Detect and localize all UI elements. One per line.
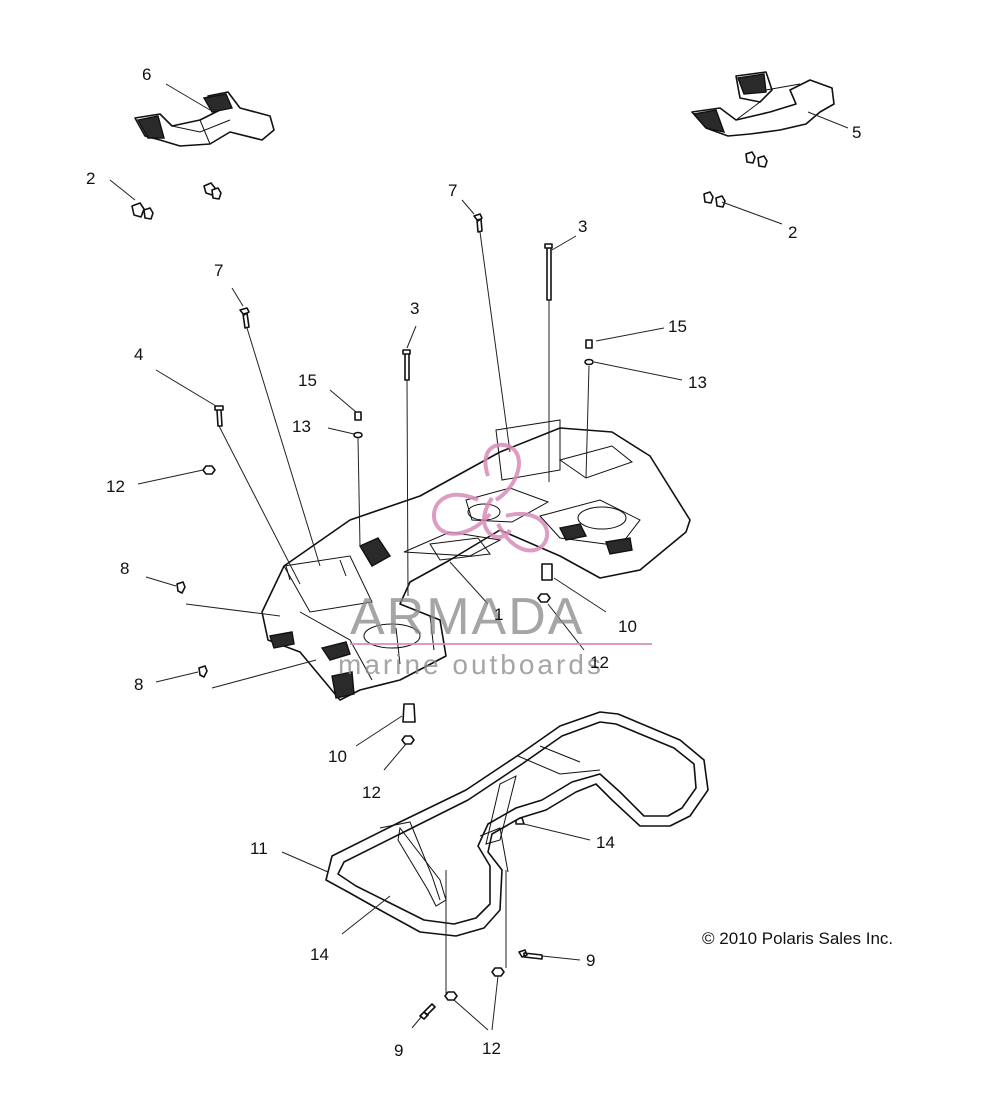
callout-13: 13 — [688, 373, 707, 392]
armada-watermark: ARMADA marine outboards — [338, 442, 652, 680]
callout-6: 6 — [142, 65, 151, 84]
part-2-bolts-left — [131, 182, 222, 220]
callout-11: 11 — [250, 839, 268, 858]
part-6-grip-left — [134, 91, 275, 147]
part-5-grip-right — [691, 71, 835, 137]
part-2-bolts-right — [703, 151, 768, 208]
callout-10: 10 — [618, 617, 637, 636]
callout-7: 7 — [214, 261, 223, 280]
watermark-brand: ARMADA — [350, 588, 584, 646]
callout-10: 10 — [328, 747, 347, 766]
copyright-notice: © 2010 Polaris Sales Inc. — [702, 929, 893, 948]
callout-5: 5 — [852, 123, 861, 142]
callout-12: 12 — [106, 477, 125, 496]
callout-8: 8 — [134, 675, 143, 694]
leader-lines — [109, 83, 849, 1031]
watermark-tagline: marine outboards — [338, 649, 604, 680]
callout-2: 2 — [788, 223, 797, 242]
callout-12: 12 — [482, 1039, 501, 1058]
callout-9: 9 — [586, 951, 595, 970]
callout-9: 9 — [394, 1041, 403, 1060]
fasteners — [176, 213, 594, 1020]
callout-4: 4 — [134, 345, 143, 364]
callout-1: 1 — [494, 605, 503, 624]
callout-3: 3 — [578, 217, 587, 236]
armada-logo-icon — [432, 442, 550, 553]
callout-12: 12 — [590, 653, 609, 672]
callout-14: 14 — [596, 833, 615, 852]
callout-12: 12 — [362, 783, 381, 802]
callout-15: 15 — [298, 371, 317, 390]
callout-8: 8 — [120, 559, 129, 578]
callout-14: 14 — [310, 945, 329, 964]
part-11-frame — [325, 711, 709, 937]
callout-7: 7 — [448, 181, 457, 200]
callout-13: 13 — [292, 417, 311, 436]
callout-2: 2 — [86, 169, 95, 188]
callout-3: 3 — [410, 299, 419, 318]
callout-labels: 6 2 5 2 7 3 7 3 15 13 4 15 13 12 8 8 1 1… — [86, 65, 861, 1060]
callout-15: 15 — [668, 317, 687, 336]
